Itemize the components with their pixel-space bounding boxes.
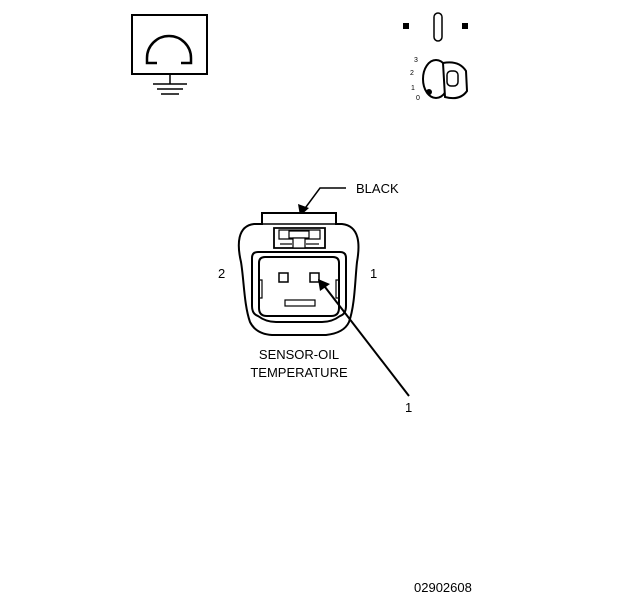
key-slot-symbol <box>433 12 443 42</box>
pin-cavity-1 <box>309 272 320 283</box>
connector-latch <box>273 227 326 249</box>
key-position-indicator <box>426 89 432 95</box>
pin-cavity-2 <box>278 272 289 283</box>
pin-number-2: 2 <box>218 266 225 281</box>
connector-color-label: BLACK <box>356 181 399 196</box>
key-position-3: 3 <box>414 57 418 64</box>
key-hole <box>446 70 459 87</box>
connector-name-line1: SENSOR-OIL <box>259 347 339 362</box>
ohmmeter-ground-icon <box>131 14 208 95</box>
connector-color-callout: BLACK <box>298 181 399 216</box>
callout-leader <box>318 279 410 397</box>
key-on-marker <box>462 23 468 29</box>
ignition-key-switch-icon: 3 2 1 0 <box>403 12 469 102</box>
key-position-2: 2 <box>410 70 414 77</box>
figure-id: 02902608 <box>414 580 472 595</box>
pin-number-1: 1 <box>370 266 377 281</box>
key-off-marker <box>403 23 409 29</box>
callout-number: 1 <box>405 400 412 415</box>
key-position-0: 0 <box>416 95 420 102</box>
connector-name-line2: TEMPERATURE <box>250 365 348 380</box>
key-position-1: 1 <box>411 85 415 92</box>
connector-body <box>237 212 360 336</box>
